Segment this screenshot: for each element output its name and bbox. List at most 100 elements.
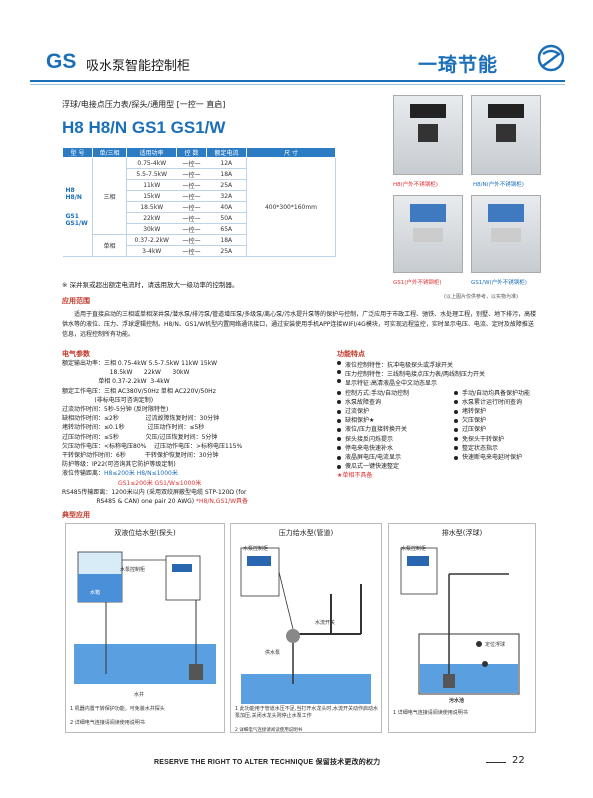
diagram-drain: 排水型(浮球) 水泵控制柜 定位浮球 污水池 1 详细电气连接请阅读使用说明书 (388, 523, 536, 733)
display-icon (410, 204, 446, 222)
param-label: RS485 & CAN) one pair 20 AWG) (62, 498, 195, 506)
bullet-icon (337, 370, 341, 375)
ctrl-cell: 一控一 (176, 245, 207, 257)
param-line: 单相 0.37-2.2kW 3-4kW (62, 378, 170, 386)
feature-item: 显示特征:高清液晶全中文动态显示 (337, 379, 547, 388)
feature-text: 水泵故障查询 (345, 398, 382, 406)
spec-table: 型 号 单/三相 适用功率 控 数 额定电流 尺 寸 H8 H8/N GS1 G… (62, 147, 336, 257)
param-line: 额定输出功率：三相 0.75-4kW 5.5-7.5kW 11kW 15kW (62, 360, 218, 367)
feature-text: 压力控制特性：三线制电接点压力表/两线制压力开关 (345, 371, 486, 379)
feature-text: 液位/压力直接转换开关 (345, 426, 408, 434)
liquid-distance-gs1: GS1≤200米 GS1/W≤1000米 (118, 479, 202, 487)
ctrl-cell: 一控一 (176, 168, 207, 180)
brand-name: 一琦节能 (418, 54, 499, 76)
photo-caption: GS1/W(户外不锈钢柜) (471, 280, 527, 286)
diagram-note: 1 机器内置干转保护功能，可免装水井探头 (70, 706, 165, 712)
phase-three: 三相 (92, 157, 127, 235)
brand-logo-icon (537, 44, 565, 72)
feature-text: 过压保护 (462, 426, 487, 434)
tank-name: 水箱 (90, 590, 101, 596)
feature-pair: 控制方式:手动/自动控制手动/自动均具备保护功能 (337, 389, 547, 398)
feature-pair: 液位/压力直接转换开关 过压保护 (337, 425, 547, 434)
product-photo-h8n (471, 95, 541, 175)
scope-text: 适用于直接启动的三相或单相深井泵/潜水泵/排污泵/管道增压泵/多级泵/离心泵/污… (62, 311, 537, 338)
table-note: ※ 深井泵或超出额定电流时，请选用放大一级功率的控制器。 (62, 281, 239, 289)
bullet-icon (337, 400, 341, 405)
power-cell: 30kW (126, 223, 177, 235)
param-line: GS1≤200米 GS1/W≤1000米 (62, 479, 334, 488)
feature-text: 堵转保护 (462, 408, 487, 416)
feature-text: 缺相保护★ (345, 417, 375, 425)
bullet-icon (337, 418, 341, 423)
param-line: 液位传输距离：H8≤200米 H8/N≤1000米 (62, 469, 334, 478)
current-cell: 25A (206, 179, 247, 191)
float-label: 定位浮球 (485, 642, 506, 648)
liquid-distance-h8: H8≤200米 H8/N≤1000米 (104, 470, 178, 478)
model-label: GS1/W (65, 220, 88, 227)
param-line: 干转保护动作时间：6秒 干转保护恢复时间：30分钟 (62, 452, 219, 460)
section-title-features: 功能特点 (337, 350, 365, 358)
bullet-icon (454, 427, 458, 432)
bullet-icon (337, 455, 341, 460)
power-cell: 11kW (126, 179, 177, 191)
product-photo-gs1 (393, 195, 463, 273)
bullet-icon (454, 446, 458, 451)
current-cell: 12A (206, 157, 247, 169)
params-list: 额定输出功率：三相 0.75-4kW 5.5-7.5kW 11kW 15kW 1… (62, 359, 334, 506)
power-cell: 18.5kW (126, 201, 177, 213)
diagram-note: 1 详细电气连接请阅读使用说明书 (393, 710, 468, 716)
bullet-icon (454, 409, 458, 414)
page-title: 吸水泵智能控制柜 (86, 59, 191, 74)
feature-text: 液晶屏电压/电流显示 (345, 454, 402, 462)
current-cell: 40A (206, 201, 247, 213)
feature-text: 过流保护 (345, 408, 370, 416)
diagram-note: 1 此功能用于管道水压不足,当打开水龙头时,水流开关动作启动水泵加压,关闭水龙头… (235, 706, 378, 719)
photo-caption: H8(户外不锈钢柜) (393, 182, 438, 188)
bullet-icon (337, 427, 341, 432)
feature-text: 水泵累计运行时间查询 (462, 398, 523, 406)
bullet-icon (454, 391, 458, 396)
feature-text: 手动/自动均具备保护功能 (462, 389, 531, 397)
feature-text: 液位控制特性：抗冲电极探头或浮球开关 (345, 362, 454, 369)
model-label: H8/N (65, 194, 82, 201)
ctrl-cell: 一控一 (176, 212, 207, 224)
feature-pair: 液晶屏电压/电流显示快速断电来电延时保护 (337, 453, 547, 462)
feature-pair: 水泵故障查询 水泵累计运行时间查询 (337, 398, 547, 407)
page-number: 22 (512, 755, 525, 766)
table-row: H8 H8/N GS1 GS1/W 三相 0.75-4kW 一控一 12A 40… (62, 157, 336, 257)
param-line: 堵转动作时间：≤0.1秒 过压动作时间：≤5秒 (62, 424, 205, 432)
feature-text: 停电来电快速补水 (345, 444, 394, 452)
power-cell: 5.5-7.5kW (126, 168, 177, 180)
pump-label: 供水泵 (265, 650, 281, 656)
current-cell: 32A (206, 190, 247, 202)
diagram-pressure-supply: 压力给水型(管道) 水泵控制柜 水流开关 供水泵 1 此功能用于管道水压不足,当… (230, 523, 382, 733)
cabinet-label: 水泵控制柜 (401, 546, 427, 552)
section-title-params: 电气参数 (62, 350, 90, 358)
param-label: 液位传输距离： (62, 470, 105, 478)
feature-text: 显示特征:高清液晶全中文动态显示 (345, 380, 438, 388)
param-line: 过压动作时间：≤5秒 欠压/过压恢复时间：5分钟 (62, 433, 218, 441)
display-icon (488, 204, 524, 222)
bullet-icon (454, 400, 458, 405)
power-cell: 3-4kW (126, 245, 177, 257)
th-phase: 单/三相 (92, 147, 127, 158)
product-photo-h8 (393, 95, 463, 175)
keypad-icon (413, 228, 443, 242)
bullet-icon (337, 464, 341, 469)
param-line: 额定工作电压：三相 AC380V/50Hz 单相 AC220V/50Hz (62, 387, 216, 395)
ctrl-cell: 一控一 (176, 234, 207, 246)
diagram-title: 排水型(浮球) (441, 529, 483, 537)
header-rule-thin (30, 84, 565, 85)
param-line: RS485 & CAN) one pair 20 AWG) *H8/N,GS1/… (62, 497, 334, 506)
page-number-rule (486, 762, 506, 763)
bullet-icon (454, 437, 458, 442)
feature-pair: 傻瓜式一键快速整定 (337, 462, 547, 471)
model-label: H8 (65, 187, 75, 194)
diagram-drain-drawing (400, 547, 520, 695)
diagram-probe-drawing (74, 551, 216, 684)
phase-single: 单相 (92, 234, 127, 257)
